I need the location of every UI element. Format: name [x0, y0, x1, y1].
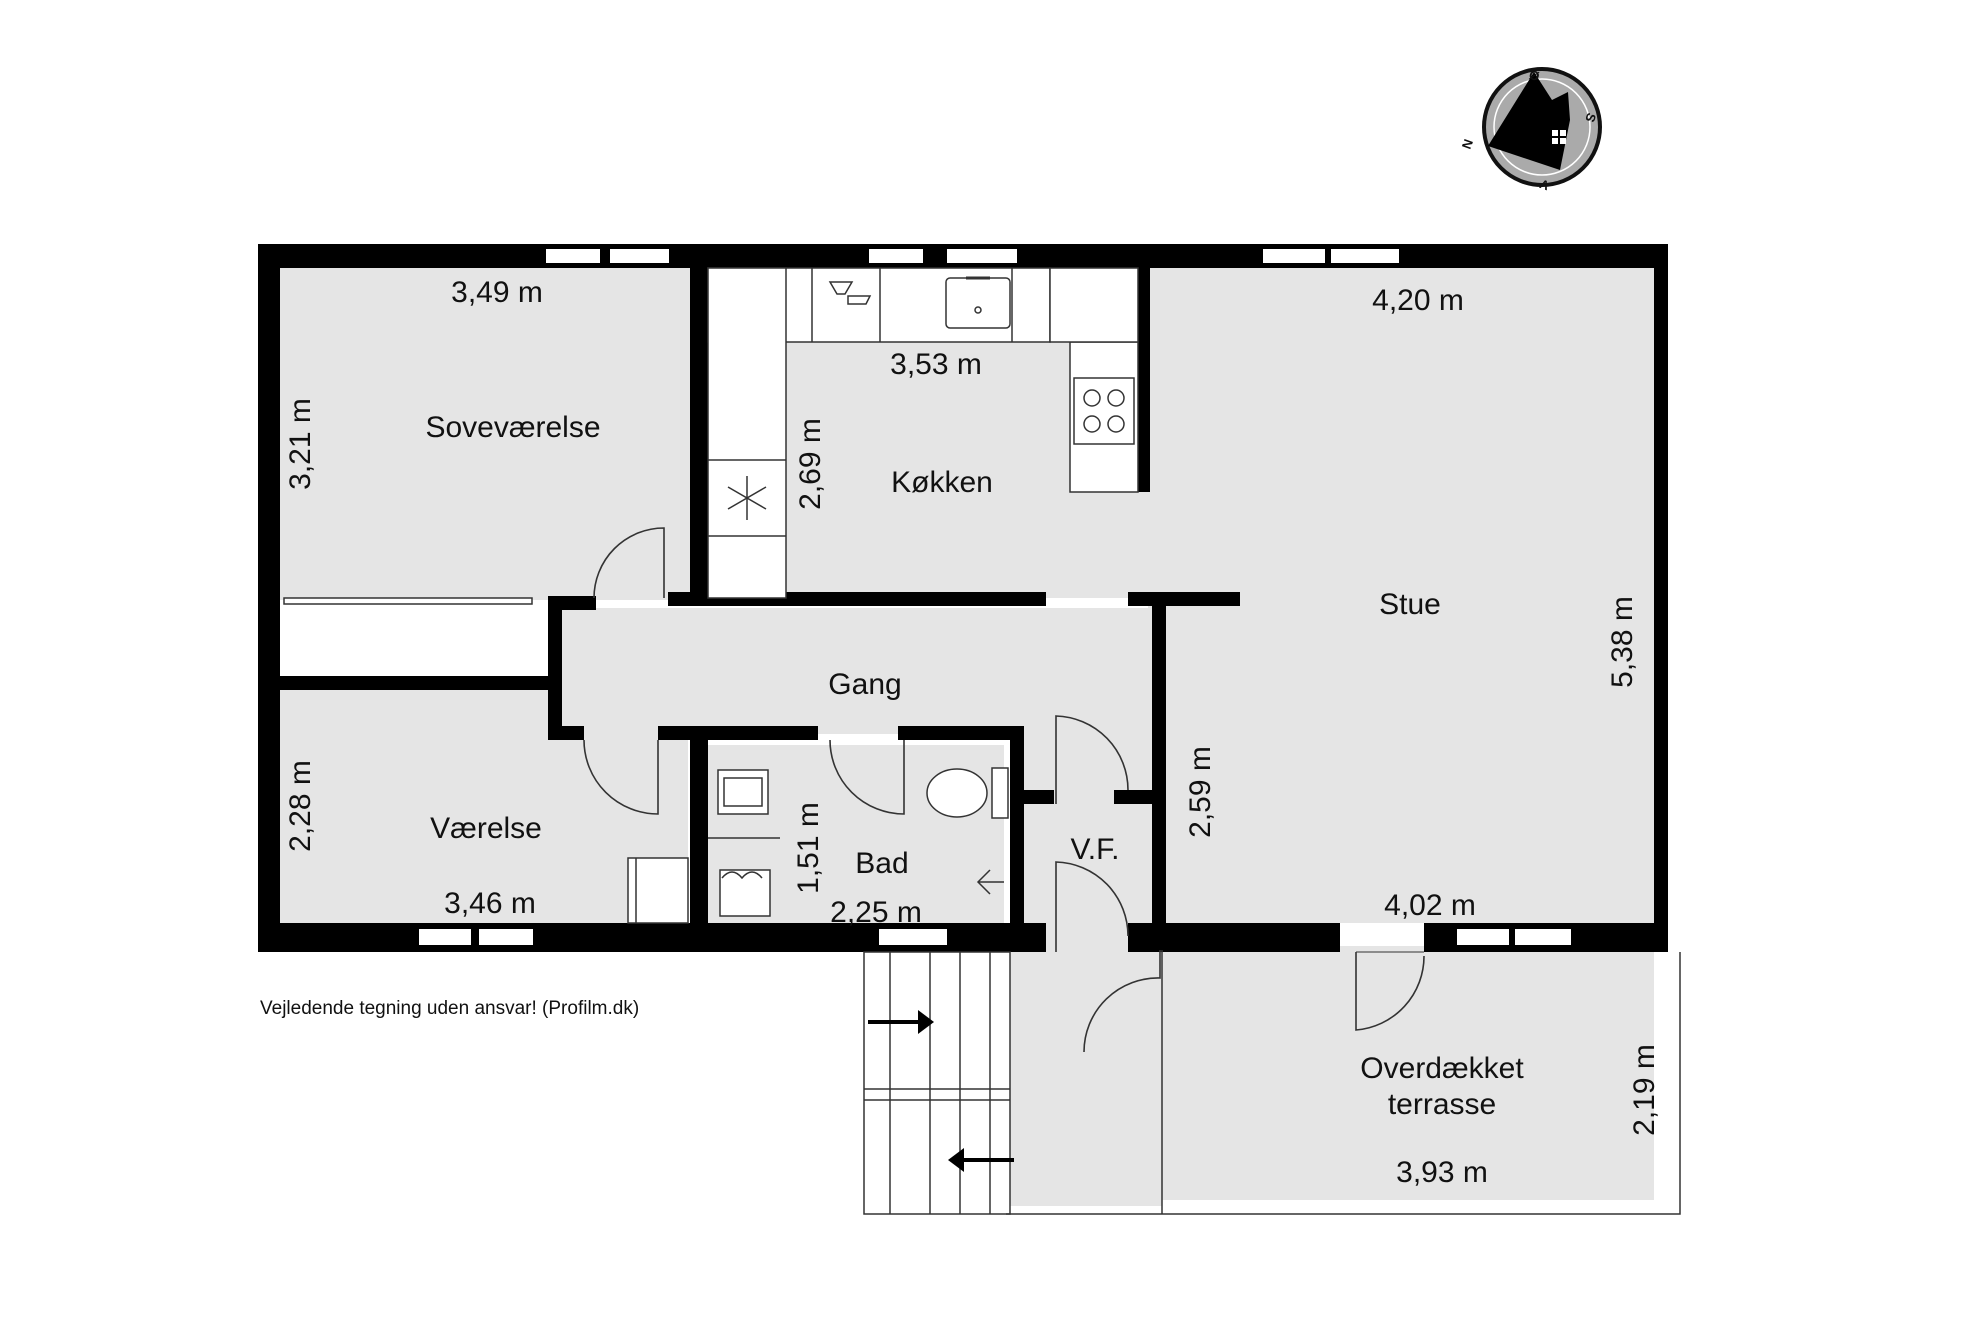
windows: [417, 247, 1573, 947]
dim-stue-width-bottom: 4,02 m: [1384, 889, 1476, 922]
dim-stue-width-top: 4,20 m: [1372, 284, 1464, 317]
stove-burner: [1083, 415, 1101, 433]
room-label-bad: Bad: [855, 847, 908, 880]
stove-burner: [1083, 389, 1101, 407]
room-label-terrasse-2: terrasse: [1388, 1088, 1496, 1121]
toilet-tank: [991, 767, 1009, 819]
window: [1513, 927, 1573, 947]
stair-arrows: [868, 1010, 1014, 1172]
disclaimer-text: Vejledende tegning uden ansvar! (Profilm…: [260, 998, 639, 1019]
fixtures: [283, 267, 1681, 1215]
compass-rose-icon: N Ø S V: [1459, 67, 1602, 193]
dim-sovevaerelse-width: 3,49 m: [451, 276, 543, 309]
window: [417, 927, 473, 947]
doors: [583, 527, 1425, 1053]
bad-sink: [717, 769, 769, 815]
room-label-stue: Stue: [1379, 588, 1441, 621]
floor-entry: [1006, 946, 1162, 1206]
room-labels: Soveværelse Køkken Stue Gang Værelse Bad…: [425, 411, 1524, 1121]
toilet-bowl: [926, 768, 988, 818]
window: [477, 927, 535, 947]
stove-burner: [1107, 389, 1125, 407]
window: [867, 247, 925, 265]
arrow-left-head: [948, 1148, 964, 1172]
kitchen-counter-left: [707, 267, 787, 599]
stove-burner: [1107, 415, 1125, 433]
shower-icon: [976, 869, 1004, 895]
wardrobe-sliding-doors: [283, 597, 533, 605]
window: [544, 247, 602, 265]
room-label-vf: V.F.: [1071, 833, 1120, 866]
floor-closet: [280, 600, 538, 668]
dim-kokken-width: 3,53 m: [890, 348, 982, 381]
window: [1261, 247, 1327, 265]
window: [608, 247, 671, 265]
bad-washer: [719, 869, 771, 917]
vaerelse-cabinet: [627, 857, 689, 924]
floor-vaerelse: [280, 690, 688, 923]
floor-vf: [1024, 690, 1148, 946]
dim-stue-height: 5,38 m: [1606, 596, 1639, 688]
fridge-snowflake-icon: [727, 476, 767, 520]
room-label-vaerelse: Værelse: [430, 812, 542, 845]
dim-terrasse-width: 3,93 m: [1396, 1156, 1488, 1189]
compass-house-icon: [1488, 72, 1570, 170]
floor-terrasse: [1162, 946, 1654, 1200]
dim-stue-height-lower: 2,59 m: [1184, 746, 1217, 838]
terrasse-outline: [1006, 952, 1681, 1215]
kitchen-counter-corner: [1049, 267, 1139, 343]
dim-sovevaerelse-height: 3,21 m: [284, 398, 317, 490]
kitchen-sink: [945, 277, 1011, 329]
dishwasher-icon: [828, 281, 872, 305]
room-label-terrasse-1: Overdækket: [1360, 1052, 1524, 1085]
window: [945, 247, 1019, 265]
window: [1329, 247, 1401, 265]
stairs: [863, 951, 1011, 1215]
window: [1455, 927, 1511, 947]
arrow-right-head: [918, 1010, 934, 1034]
dim-bad-height: 1,51 m: [792, 802, 825, 894]
compass-label-n: N: [1459, 137, 1476, 151]
dim-terrasse-height: 2,19 m: [1628, 1044, 1661, 1136]
stove: [1073, 377, 1135, 445]
dim-vaerelse-height: 2,28 m: [284, 760, 317, 852]
dim-bad-width: 2,25 m: [830, 896, 922, 929]
room-label-sovevaerelse: Soveværelse: [425, 411, 600, 444]
dimension-labels: 3,49 m 3,21 m 3,53 m 2,69 m 4,20 m 5,38 …: [284, 276, 1661, 1189]
floor-sovevaerelse: [280, 268, 690, 600]
dim-vaerelse-width: 3,46 m: [444, 887, 536, 920]
room-label-gang: Gang: [828, 668, 901, 701]
dim-kokken-height: 2,69 m: [794, 418, 827, 510]
compass-label-o: Ø: [1527, 67, 1542, 85]
room-label-kokken: Køkken: [891, 466, 993, 499]
window: [877, 927, 949, 947]
